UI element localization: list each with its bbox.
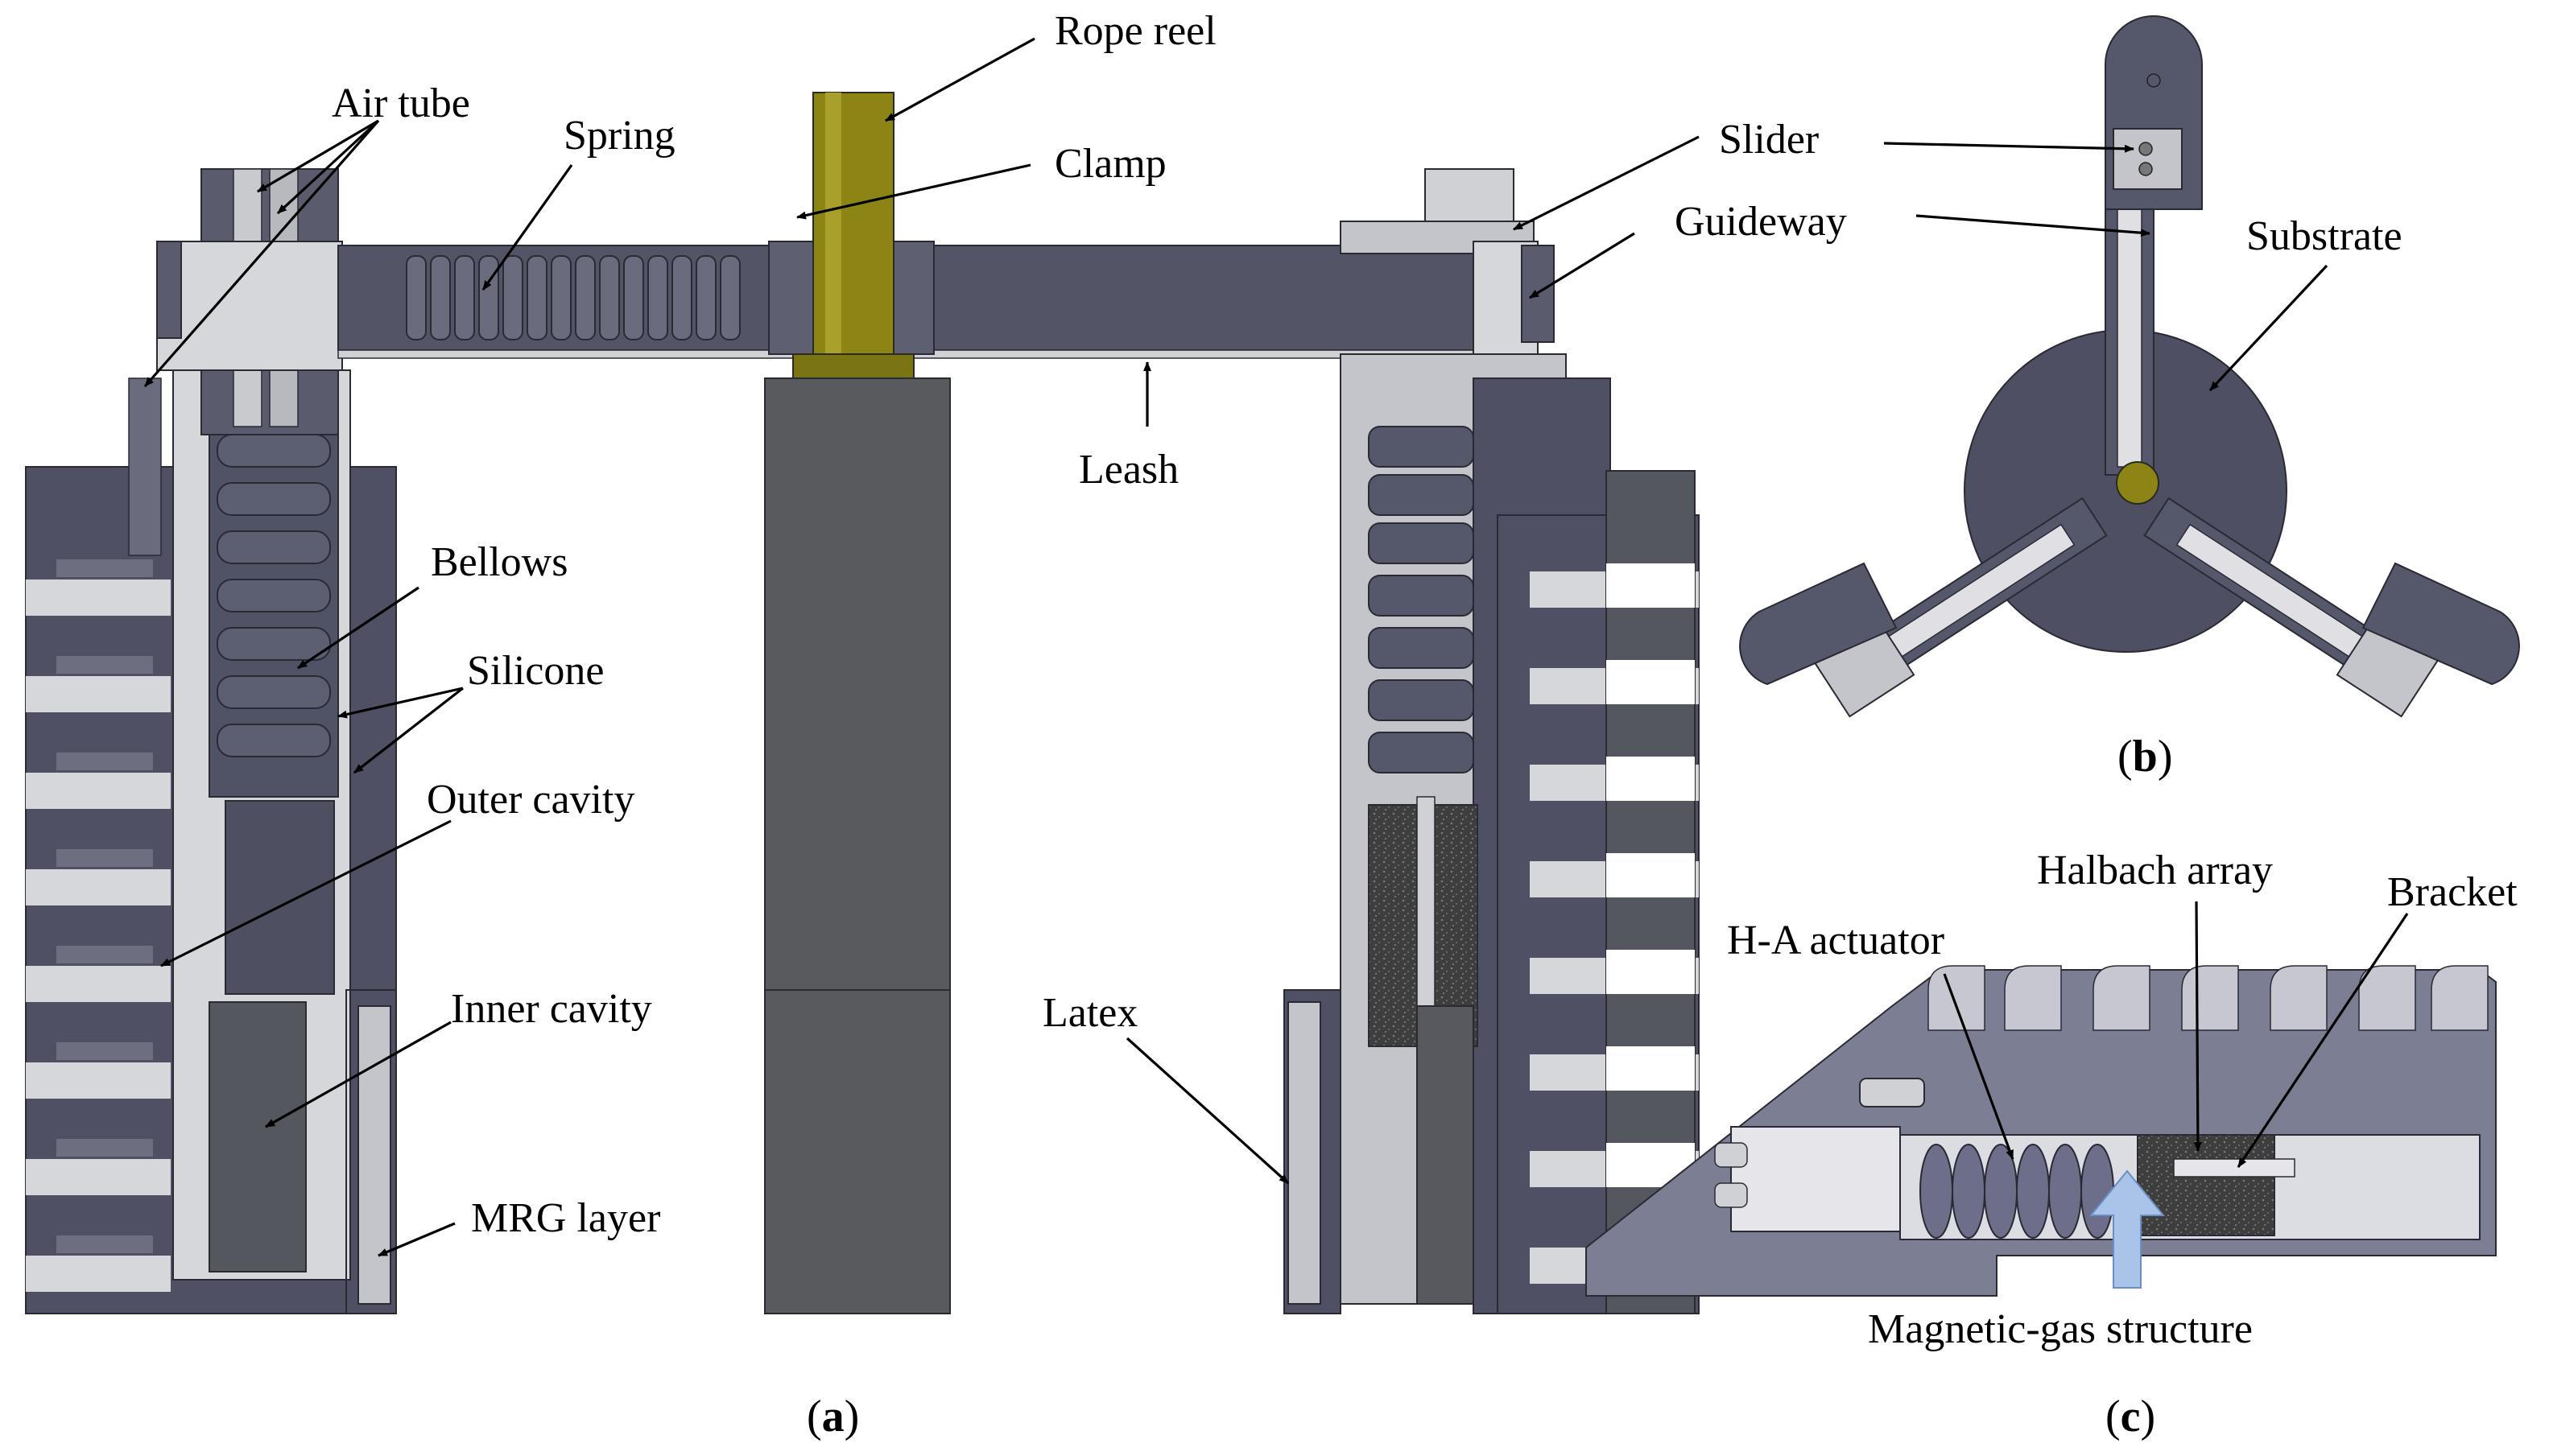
slider-b-arrow [1883,142,2134,153]
ha-front-tube-2 [1714,1182,1748,1208]
guideway-b-arrow [1915,214,2150,237]
silicone-arrow-1 [337,687,464,719]
left-cap [156,241,343,371]
left-finger [25,168,397,1314]
substrate-arrow [2208,264,2328,392]
central-column-upper [764,377,951,991]
left-finger-silicone-teeth [26,580,171,1292]
ha-actuator-rings [1919,1144,2114,1239]
label-substrate: Substrate [2246,213,2402,259]
left-arm-finger [1739,562,1898,686]
ha-front-cap [1730,1126,1901,1232]
label-air-tube: Air tube [332,80,470,126]
top-slider-screw-1 [2138,142,2153,156]
left-cap-knob [156,241,182,339]
label-spring: Spring [564,113,675,159]
left-outer-cavity-block [225,800,335,995]
label-mrg-layer: MRG layer [471,1195,660,1241]
rope-reel [792,92,915,379]
panel-a [25,92,1700,1314]
labels: Air tube Spring Rope reel Clamp Slider G… [332,8,2518,1352]
ha-front-tube-1 [1714,1142,1748,1168]
left-bellows-rings [217,434,331,757]
label-slider: Slider [1719,117,1819,163]
label-ha-actuator: H-A actuator [1727,918,1944,963]
mrg-layer-arrow [378,1222,456,1257]
label-latex: Latex [1043,990,1138,1036]
label-halbach-array: Halbach array [2037,848,2273,893]
top-beam [337,241,1535,359]
right-arm-finger [2361,562,2520,686]
bracket-bar [2173,1158,2295,1178]
left-arm [1811,497,2108,718]
right-latex-layer [1287,1001,1321,1305]
bracket-c-arrow [2237,913,2409,1168]
label-clamp: Clamp [1055,141,1167,187]
label-rope-reel: Rope reel [1055,8,1217,54]
latex-arrow [1126,1037,1290,1185]
right-bellows-rings [1368,426,1474,773]
clamp-arrow [796,163,1031,220]
right-finger-outer-slots [1606,563,1695,1187]
caption-a: (a) [807,1392,859,1442]
air-tube-arrow-2 [276,119,380,215]
left-inner-cavity [209,1001,307,1272]
top-finger-hole [2146,73,2161,88]
silicone-arrow-2 [353,687,464,774]
caption-c: (c) [2105,1392,2155,1442]
captions: (a) (b) (c) [807,732,2172,1442]
left-thin-tube [128,377,162,556]
rope-reel-base [792,353,915,379]
right-finger [1283,168,1700,1314]
ha-outer-tube [1859,1078,1925,1107]
right-inner-lower [1416,1005,1474,1305]
right-beam-segment [885,245,1531,351]
central-column-lower [764,989,951,1314]
spring-coils [406,255,741,340]
spring-arrow [481,164,573,291]
ha-housing-fins [1927,965,2489,1031]
rope-reel-arrow [885,37,1035,122]
slider-arrow [1513,135,1700,231]
magnetic-gas-up-arrow [2088,1169,2166,1289]
label-leash: Leash [1079,447,1179,493]
central-column [764,377,951,1314]
left-finger-dark-fins [56,559,153,1253]
panel-c [1585,965,2497,1297]
right-guideway-knob [1521,245,1555,343]
air-tube-arrow-1 [257,119,379,193]
label-inner-cavity: Inner cavity [451,986,652,1032]
halbach-arrow [2193,901,2202,1152]
left-outer-step [345,989,397,1314]
top-slider-screw-2 [2138,162,2153,176]
bellows-arrow [297,586,419,670]
label-guideway: Guideway [1675,199,1847,245]
label-magnetic-gas-structure: Magnetic-gas structure [1868,1306,2253,1352]
left-mrg-layer [357,1005,391,1305]
label-bracket: Bracket [2387,869,2518,915]
top-arm-spring [2117,208,2142,468]
caption-b: (b) [2117,732,2172,782]
label-outer-cavity: Outer cavity [427,777,634,823]
halbach-array-block [2137,1134,2275,1236]
air-tube-arrow-3 [143,119,380,388]
top-slider [2113,128,2183,190]
label-bellows: Bellows [431,539,568,585]
guideway-arrow [1529,232,1635,299]
leader-arrows [143,37,2409,1257]
outer-cavity-arrow [160,819,452,967]
right-mrg-speckle-1 [1368,804,1418,1047]
ha-actuator-arrow [1943,973,2014,1160]
panel-b [1739,15,2520,718]
rope-reel-highlight [825,93,841,374]
center-hub [2116,461,2159,505]
label-silicone: Silicone [467,648,604,694]
clamp-block [768,241,818,355]
right-arm [2143,497,2440,718]
inner-cavity-arrow [265,1021,452,1128]
